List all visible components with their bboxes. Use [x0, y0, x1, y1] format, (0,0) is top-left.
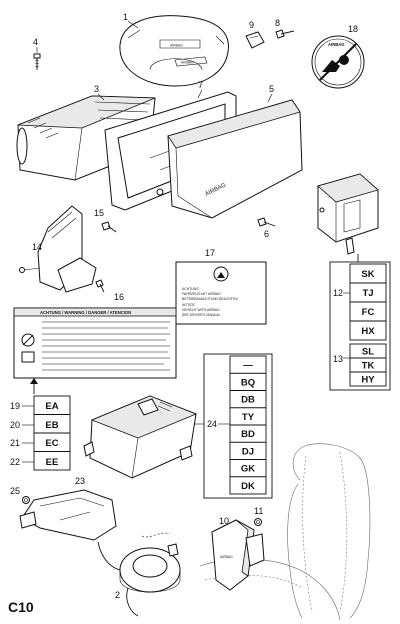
- callout-22: 22: [10, 457, 20, 467]
- part-9-clip[interactable]: [245, 31, 265, 49]
- callout-15: 15: [94, 208, 104, 218]
- table-12-code-fc: FC: [362, 307, 375, 318]
- warning-label[interactable]: ACHTUNG / WARNING / DANGER / ATENCION: [13, 307, 177, 379]
- table-24-code-dash: —: [243, 360, 253, 371]
- label-17-line-1: ACHTUNG: [182, 287, 199, 291]
- table-24-code-bd: BD: [241, 429, 255, 440]
- table-24-code-db: DB: [241, 395, 255, 406]
- code-table-12: SK TJ FC HX: [329, 261, 391, 391]
- code-table-24: — BQ DB TY BD DJ GK DK: [203, 353, 273, 499]
- table-24-code-dk: DK: [241, 481, 255, 492]
- callout-12: 12: [333, 288, 343, 298]
- table-left-code-ea: EA: [45, 401, 58, 412]
- code-table-13: SL TK HY: [349, 343, 387, 387]
- label-17-line-2: FAHRZEUG MIT AIRBAG: [182, 292, 221, 296]
- callout-6: 6: [264, 229, 269, 239]
- callout-16: 16: [114, 292, 124, 302]
- part-2-clock-spring[interactable]: [97, 541, 181, 617]
- part-18-airbag-badge[interactable]: AIRBAG: [311, 35, 365, 89]
- label-17-line-4: NOTICE: [182, 303, 196, 307]
- callout-9: 9: [249, 20, 254, 30]
- part-16-bolt[interactable]: [95, 279, 105, 293]
- part-11-nut[interactable]: [254, 518, 262, 526]
- callout-17: 17: [205, 248, 215, 258]
- callout-20: 20: [10, 420, 20, 430]
- table-left-code-ee: EE: [46, 457, 59, 468]
- label-17-line-3: BETRIEBSANLEITUNG BEACHTEN: [182, 297, 238, 301]
- part-18-airbag-lettering: AIRBAG: [328, 42, 345, 47]
- part-17-airbag-notice-label[interactable]: ACHTUNG FAHRZEUG MIT AIRBAG BETRIEBSANLE…: [175, 261, 267, 325]
- part-25-nut[interactable]: [22, 496, 30, 504]
- callout-21: 21: [10, 438, 20, 448]
- label-17-line-6: SEE DRIVER'S MANUAL: [182, 313, 221, 317]
- callout-8: 8: [275, 18, 280, 28]
- table-13-code-hy: HY: [361, 375, 375, 386]
- table-12-code-sk: SK: [361, 269, 374, 280]
- part-15-screw[interactable]: [101, 221, 117, 233]
- callout-7: 7: [198, 80, 203, 90]
- table-left-code-ec: EC: [45, 438, 58, 449]
- label-17-line-5: VEHICLE WITH AIRBAG: [182, 308, 220, 312]
- table-24-code-gk: GK: [241, 464, 255, 475]
- callout-2: 2: [115, 590, 120, 600]
- table-12-code-hx: HX: [361, 326, 375, 337]
- table-12-code-tj: TJ: [362, 288, 373, 299]
- table-24-code-bq: BQ: [241, 378, 255, 389]
- part-6-screw[interactable]: [257, 217, 276, 227]
- sheet-id: C10: [8, 599, 34, 615]
- code-table-19-22: EA EB EC EE: [33, 395, 71, 471]
- callout-1: 1: [123, 12, 128, 22]
- part-8-screw[interactable]: [275, 29, 295, 39]
- callout-19: 19: [10, 401, 20, 411]
- warning-label-header: ACHTUNG / WARNING / DANGER / ATENCION: [40, 310, 131, 315]
- part-12-13-control-module[interactable]: [317, 173, 379, 255]
- table-left-code-eb: EB: [45, 420, 58, 431]
- part-4-bolt[interactable]: [33, 53, 41, 70]
- callout-23: 23: [75, 476, 85, 486]
- table-24-code-dj: DJ: [242, 447, 254, 458]
- part-1-airbag-lettering-lower: AIRBAG: [181, 61, 194, 65]
- callout-18: 18: [348, 24, 358, 34]
- callout-13: 13: [333, 354, 343, 364]
- callout-25: 25: [10, 486, 20, 496]
- part-23-bracket[interactable]: [19, 489, 117, 541]
- table-24-code-ty: TY: [242, 412, 255, 423]
- seat-outline: [199, 443, 371, 621]
- part-10-side-airbag-module[interactable]: AIRBAG: [211, 519, 265, 591]
- callout-4: 4: [33, 37, 38, 47]
- part-14-bracket[interactable]: [19, 205, 97, 293]
- part-5-airbag-cover-lid[interactable]: AIRBAG: [167, 99, 303, 219]
- callout-14: 14: [32, 242, 42, 252]
- part-24-airbag-control-unit[interactable]: [83, 395, 198, 479]
- callout-24: 24: [207, 419, 217, 429]
- callout-3: 3: [94, 84, 99, 94]
- table-13-code-tk: TK: [362, 361, 375, 372]
- callout-11: 11: [254, 506, 263, 516]
- callout-10: 10: [219, 516, 229, 526]
- part-10-airbag-lettering: AIRBAG: [220, 555, 233, 559]
- part-1-airbag-lettering: AIRBAG: [170, 44, 183, 48]
- part-1-steering-airbag-module[interactable]: AIRBAG AIRBAG: [119, 15, 229, 87]
- table-13-code-sl: SL: [362, 347, 374, 358]
- callout-5: 5: [269, 84, 274, 94]
